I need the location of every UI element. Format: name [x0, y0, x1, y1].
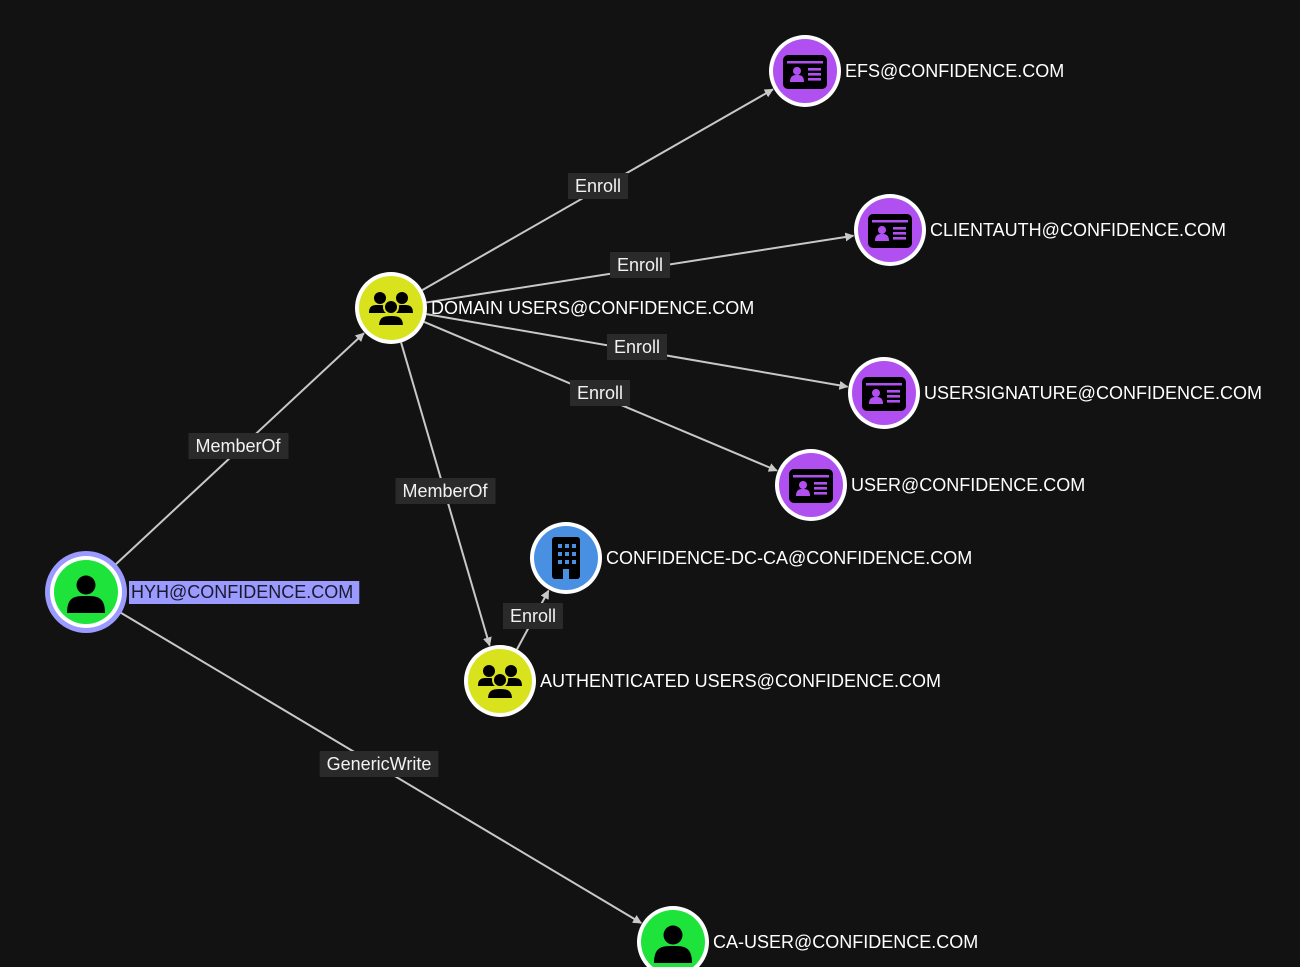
edge-label-text: Enroll — [575, 176, 621, 196]
node-clientauth[interactable]: CLIENTAUTH@CONFIDENCE.COM — [854, 194, 1226, 266]
node-label[interactable]: USERSIGNATURE@CONFIDENCE.COM — [924, 383, 1262, 403]
node-label-text: CLIENTAUTH@CONFIDENCE.COM — [930, 220, 1226, 240]
edge-label-enroll[interactable]: Enroll — [569, 380, 631, 406]
node-efs[interactable]: EFS@CONFIDENCE.COM — [769, 35, 1064, 107]
edge-label-memberof[interactable]: MemberOf — [188, 433, 289, 459]
node-label[interactable]: HYH@CONFIDENCE.COM — [129, 581, 360, 604]
user-icon — [67, 575, 105, 613]
certificate-template-icon — [868, 214, 912, 248]
node-label[interactable]: CONFIDENCE-DC-CA@CONFIDENCE.COM — [606, 548, 972, 568]
node-usersignature[interactable]: USERSIGNATURE@CONFIDENCE.COM — [848, 357, 1262, 429]
node-label-text: AUTHENTICATED USERS@CONFIDENCE.COM — [540, 671, 941, 691]
node-label[interactable]: AUTHENTICATED USERS@CONFIDENCE.COM — [540, 671, 941, 691]
edge-label-background — [609, 252, 671, 278]
edge-label-text: GenericWrite — [327, 754, 432, 774]
node-label[interactable]: DOMAIN USERS@CONFIDENCE.COM — [431, 298, 754, 318]
node-label-text: USERSIGNATURE@CONFIDENCE.COM — [924, 383, 1262, 403]
edge-label-enroll[interactable]: Enroll — [567, 173, 629, 199]
building-icon — [552, 537, 580, 579]
node-label-text: USER@CONFIDENCE.COM — [851, 475, 1085, 495]
node-ca-user[interactable]: CA-USER@CONFIDENCE.COM — [637, 906, 978, 967]
certificate-template-icon — [862, 377, 906, 411]
node-label-text: CONFIDENCE-DC-CA@CONFIDENCE.COM — [606, 548, 972, 568]
node-label-text: HYH@CONFIDENCE.COM — [131, 582, 353, 602]
edge-label-text: Enroll — [617, 255, 663, 275]
edge-label-background — [606, 334, 668, 360]
edge-label-text: MemberOf — [402, 481, 488, 501]
node-auth-users[interactable]: AUTHENTICATED USERS@CONFIDENCE.COM — [464, 645, 941, 717]
edges-layer — [111, 88, 855, 924]
group-icon — [478, 665, 522, 700]
edge-label-enroll[interactable]: Enroll — [609, 252, 671, 278]
node-label-text: EFS@CONFIDENCE.COM — [845, 61, 1064, 81]
node-domain-users[interactable]: DOMAIN USERS@CONFIDENCE.COM — [355, 272, 754, 344]
edge-label-background — [567, 173, 629, 199]
edge-label-enroll[interactable]: Enroll — [606, 334, 668, 360]
edge-label-text: Enroll — [577, 383, 623, 403]
node-dc-ca[interactable]: CONFIDENCE-DC-CA@CONFIDENCE.COM — [530, 522, 972, 594]
edge-label-background — [188, 433, 289, 459]
edge-label-background — [319, 751, 439, 777]
node-label[interactable]: CLIENTAUTH@CONFIDENCE.COM — [930, 220, 1226, 240]
node-label[interactable]: USER@CONFIDENCE.COM — [851, 475, 1085, 495]
edge-label-background — [395, 478, 496, 504]
edge-label-text: Enroll — [510, 606, 556, 626]
node-label[interactable]: CA-USER@CONFIDENCE.COM — [713, 932, 978, 952]
edge-label-memberof[interactable]: MemberOf — [395, 478, 496, 504]
edge-label-genericwrite[interactable]: GenericWrite — [319, 751, 439, 777]
certificate-template-icon — [783, 55, 827, 89]
edge-label-enroll[interactable]: Enroll — [502, 603, 564, 629]
node-hyh[interactable]: HYH@CONFIDENCE.COM — [45, 551, 360, 633]
edge-labels-layer: MemberOfEnrollEnrollEnrollEnrollMemberOf… — [188, 173, 671, 777]
node-label-highlight — [129, 581, 360, 604]
edge-label-text: MemberOf — [195, 436, 281, 456]
edge-label-text: Enroll — [614, 337, 660, 357]
user-icon — [654, 925, 692, 963]
node-label[interactable]: EFS@CONFIDENCE.COM — [845, 61, 1064, 81]
certificate-template-icon — [789, 469, 833, 503]
edge-label-background — [569, 380, 631, 406]
group-icon — [369, 292, 413, 327]
node-user-tpl[interactable]: USER@CONFIDENCE.COM — [775, 449, 1085, 521]
node-label-text: CA-USER@CONFIDENCE.COM — [713, 932, 978, 952]
node-label-text: DOMAIN USERS@CONFIDENCE.COM — [431, 298, 754, 318]
edge-label-background — [502, 603, 564, 629]
nodes-layer: HYH@CONFIDENCE.COM DOMAIN USERS@CONFIDENC… — [45, 35, 1262, 967]
